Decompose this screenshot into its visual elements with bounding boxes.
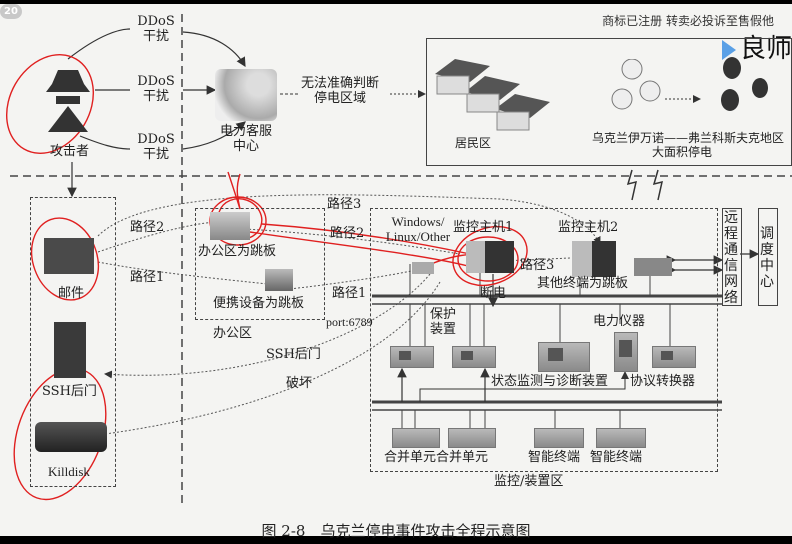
condition-monitor-label: 状态监测与诊断装置 [491, 374, 609, 389]
path2-left-label: 路径2 [130, 220, 165, 235]
host2-computer-icon [572, 241, 616, 277]
diagram-page: 20 商标已注册 转卖必投诉至售假他 良师 [0, 4, 792, 540]
condition-monitor-device [538, 342, 590, 372]
remote-network-box [722, 208, 742, 306]
path3-label: 路径3 [327, 197, 362, 212]
path3-line [97, 194, 601, 245]
protection-device-2 [452, 346, 496, 368]
power-meter-device [614, 332, 638, 372]
protocol-converter-label: 协议转换器 [630, 374, 696, 389]
call-center-label: 电力客服中心 [219, 124, 272, 154]
attacker-label: 攻击者 [50, 144, 90, 159]
call-center-note: 无法准确判断停电区域 [300, 76, 379, 106]
killdisk-label: Killdisk [48, 464, 90, 479]
laptop-wifi-icon [265, 269, 293, 291]
hacker-icon [38, 62, 98, 132]
office-pivot-box [195, 208, 325, 320]
terminal-device-icon [634, 258, 672, 276]
ddos-arrow-bottom [79, 135, 131, 150]
path2-right-line [244, 228, 461, 255]
path2-line [97, 221, 216, 253]
play-logo-icon [721, 39, 736, 60]
ddos-arrow-bottom-b [182, 121, 246, 150]
brand-logo: 良师 [721, 28, 792, 65]
ssh-backdoor-path-label: SSH后门 [266, 347, 321, 362]
outage-desc-label: 大面积停电 [652, 145, 713, 159]
figure-caption: 图 2-8 乌克兰停电事件攻击全程示意图 [261, 522, 531, 540]
email-icon [44, 238, 94, 274]
lightbulb-broken-icon [710, 54, 780, 119]
smart-terminal-label-2: 智能终端 [590, 450, 643, 465]
watermark-notice: 商标已注册 转卖必投诉至售假他 [602, 14, 774, 28]
smart-terminal-label-1: 智能终端 [528, 450, 581, 465]
remote-network-label: 远程通信网络 [724, 210, 738, 306]
lightbulb-on-icon [610, 59, 680, 119]
smart-terminal-2 [596, 428, 646, 448]
protocol-converter-device [652, 346, 696, 368]
host2-label: 监控主机2 [558, 220, 619, 235]
residential-label: 居民区 [455, 136, 492, 150]
houses-icon [435, 54, 555, 134]
merge-unit-label-2: 合并单元 [436, 450, 489, 465]
merge-unit-1 [392, 428, 440, 448]
ddos-arrow-top [67, 28, 131, 60]
outage-region-label: 乌克兰伊万诺——弗兰科斯夫克地区 [592, 131, 785, 145]
path1-right-label: 路径1 [332, 286, 367, 301]
door-icon [54, 322, 86, 378]
dispatch-center-label: 调度中心 [760, 226, 774, 290]
protect-device-label: 保护装置 [430, 307, 457, 337]
lightning-2 [652, 169, 663, 201]
other-pivot-label: 其他终端为跳板 [537, 276, 629, 291]
office-pivot-label: 办公区为跳板 [198, 244, 277, 259]
cut-power-label: 断电 [480, 286, 507, 301]
control-zone-box [370, 208, 718, 472]
email-label: 邮件 [58, 286, 85, 301]
merge-unit-label-1: 合并单元 [384, 450, 437, 465]
port-label: port:6789 [326, 315, 373, 329]
laptop-icon [412, 262, 434, 274]
merge-unit-2 [448, 428, 496, 448]
power-meter-label: 电力仪器 [593, 314, 646, 329]
dispatch-center-box [758, 208, 778, 306]
os-label: Windows/Linux/Other [385, 214, 451, 244]
diagram-lines [5, 14, 792, 504]
host1-label: 监控主机1 [453, 220, 514, 235]
path2-right-label: 路径2 [330, 226, 365, 241]
hard-drive-icon [35, 422, 107, 452]
to-power-meter-arrow [419, 371, 629, 402]
page-number-badge: 20 [0, 4, 22, 19]
portable-pivot-label: 便携设备为跳板 [213, 296, 305, 311]
path1-left-label: 路径1 [130, 270, 165, 285]
office-computer-icon [210, 212, 250, 240]
lightning-1 [626, 169, 637, 201]
ssh-backdoor-tool-label: SSH后门 [42, 384, 97, 399]
destroy-label: 破坏 [286, 376, 313, 391]
brand-text: 良师 [739, 34, 792, 64]
path1-line [97, 261, 269, 285]
smart-terminal-1 [534, 428, 584, 448]
host1-computer-icon [466, 241, 514, 273]
office-zone-label: 办公区 [213, 326, 253, 341]
ddos-arrow-top-b [182, 31, 246, 68]
attack-tools-box [30, 197, 116, 487]
control-zone-label: 监控/装置区 [494, 474, 564, 489]
call-center-agents-icon [215, 69, 277, 121]
path3-inner-label: 路径3 [520, 258, 555, 273]
protection-device-1 [390, 346, 434, 368]
